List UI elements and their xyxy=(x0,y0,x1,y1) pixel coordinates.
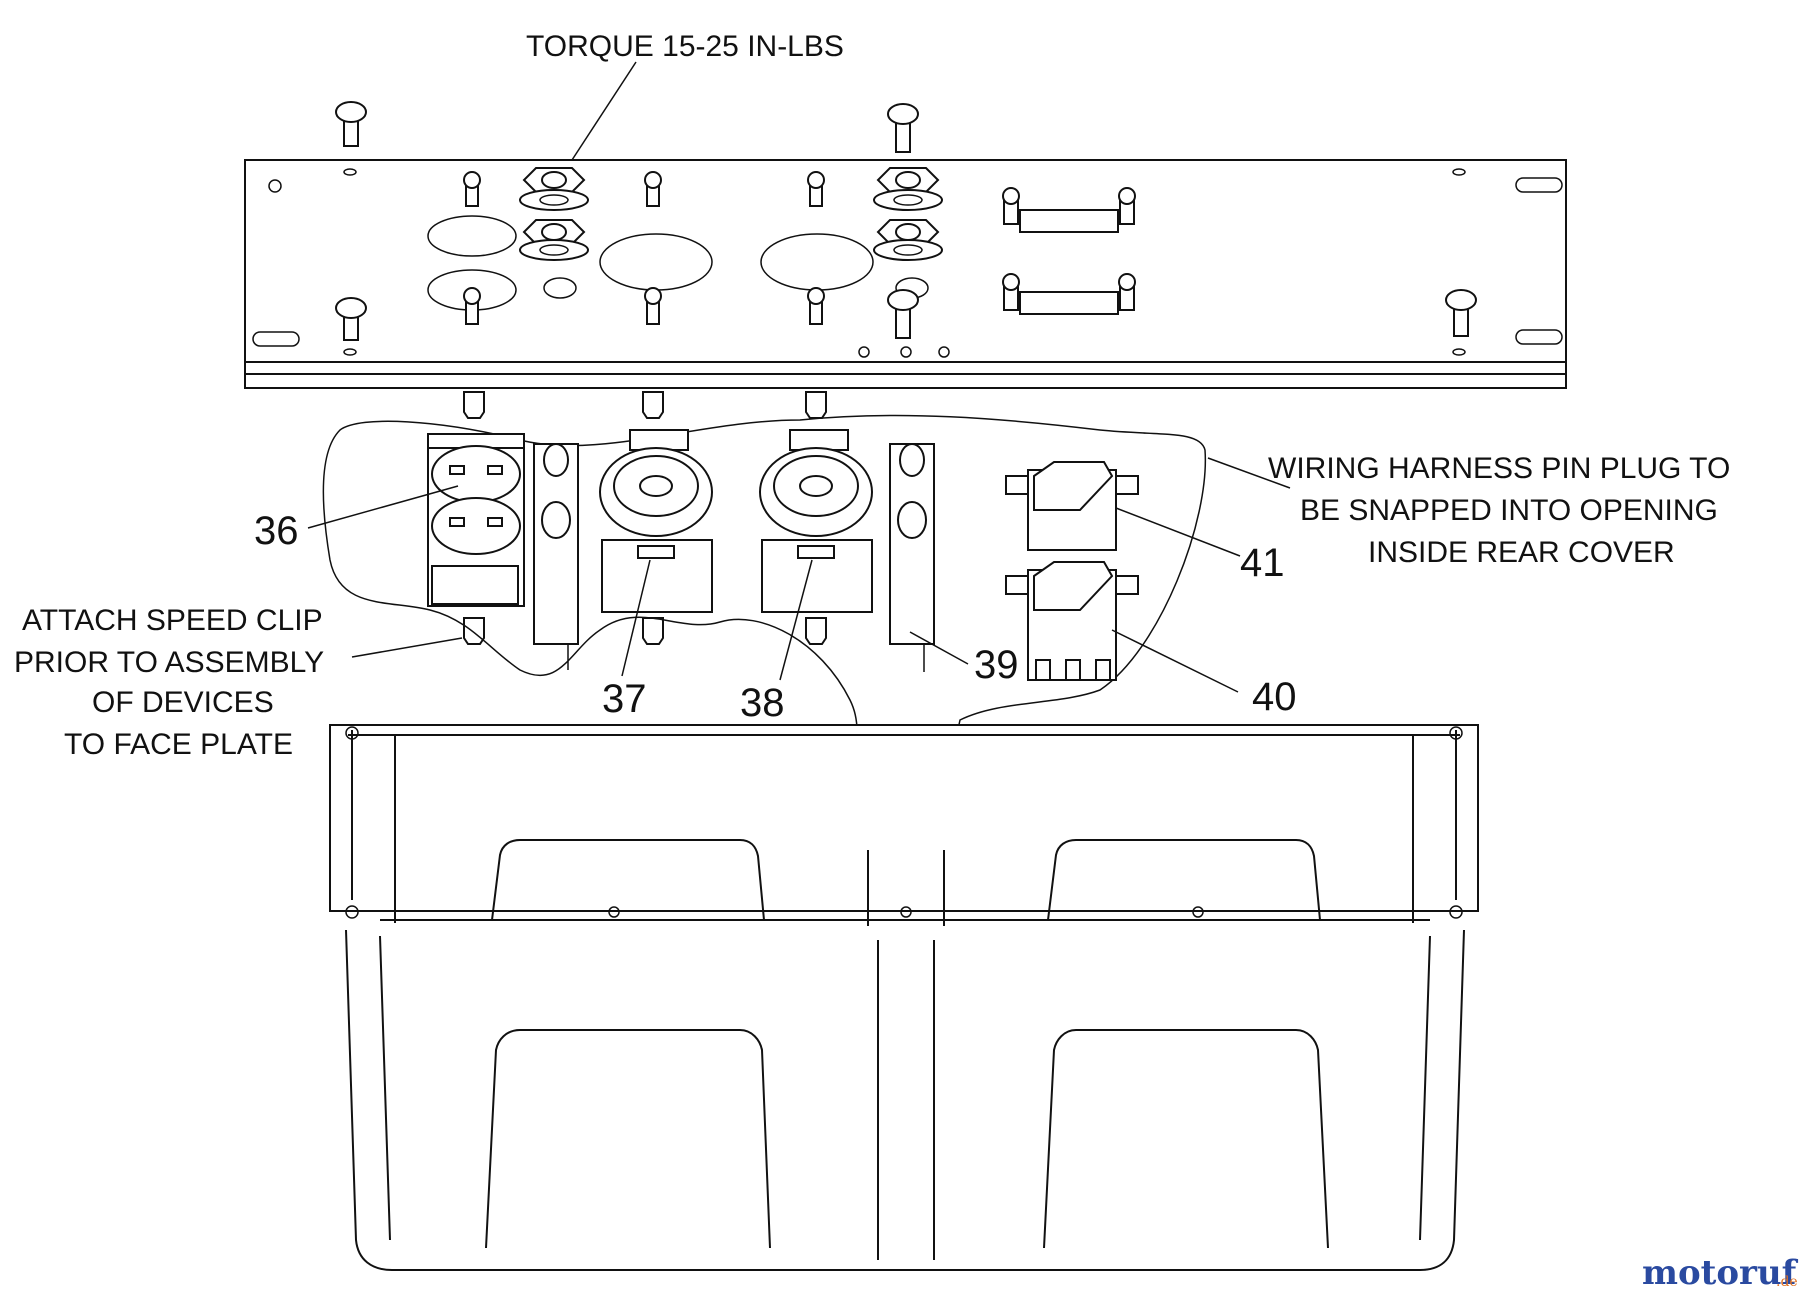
leader-lines xyxy=(307,61,1291,693)
breaker-nuts-left xyxy=(519,167,589,261)
part-38-twist-lock-receptacle xyxy=(759,429,873,613)
part-36-duplex-outlet xyxy=(427,433,525,607)
breaker-nuts-right xyxy=(873,167,943,261)
part-40-rocker-switch xyxy=(1005,561,1139,681)
harness-callout-line1: WIRING HARNESS PIN PLUG TO xyxy=(1268,452,1730,485)
harness-callout-line3: INSIDE REAR COVER xyxy=(1368,536,1675,569)
part-39-breaker-right xyxy=(889,443,935,672)
part-37-twist-lock-receptacle xyxy=(599,429,713,613)
face-plate xyxy=(244,159,1567,389)
speed-clip-note-line4: TO FACE PLATE xyxy=(64,728,293,761)
part-number-37: 37 xyxy=(602,677,647,721)
part-number-41: 41 xyxy=(1240,541,1285,585)
part-number-38: 38 xyxy=(740,681,785,725)
watermark-text: motoruf xyxy=(1642,1253,1799,1293)
speed-clip-note-line3: OF DEVICES xyxy=(92,686,274,719)
speed-clip-note-line1: ATTACH SPEED CLIP xyxy=(22,604,323,637)
part-39-breaker-left xyxy=(533,443,579,670)
plate-studs xyxy=(463,171,825,325)
mounting-screws xyxy=(335,101,1477,341)
torque-callout: TORQUE 15-25 IN-LBS xyxy=(526,30,844,63)
speed-clip-note-line2: PRIOR TO ASSEMBLY xyxy=(14,646,324,679)
watermark-suffix: .de xyxy=(1776,1274,1798,1290)
rear-cover-box xyxy=(329,724,1479,1271)
part-number-36: 36 xyxy=(254,509,299,553)
part-41-rocker-switch xyxy=(1005,461,1139,551)
motoruf-watermark-logo: motoruf .de xyxy=(1642,1253,1799,1293)
harness-callout-line2: BE SNAPPED INTO OPENING xyxy=(1300,494,1718,527)
part-number-40: 40 xyxy=(1252,675,1297,719)
switch-brackets xyxy=(1002,187,1136,315)
part-number-39: 39 xyxy=(974,643,1019,687)
